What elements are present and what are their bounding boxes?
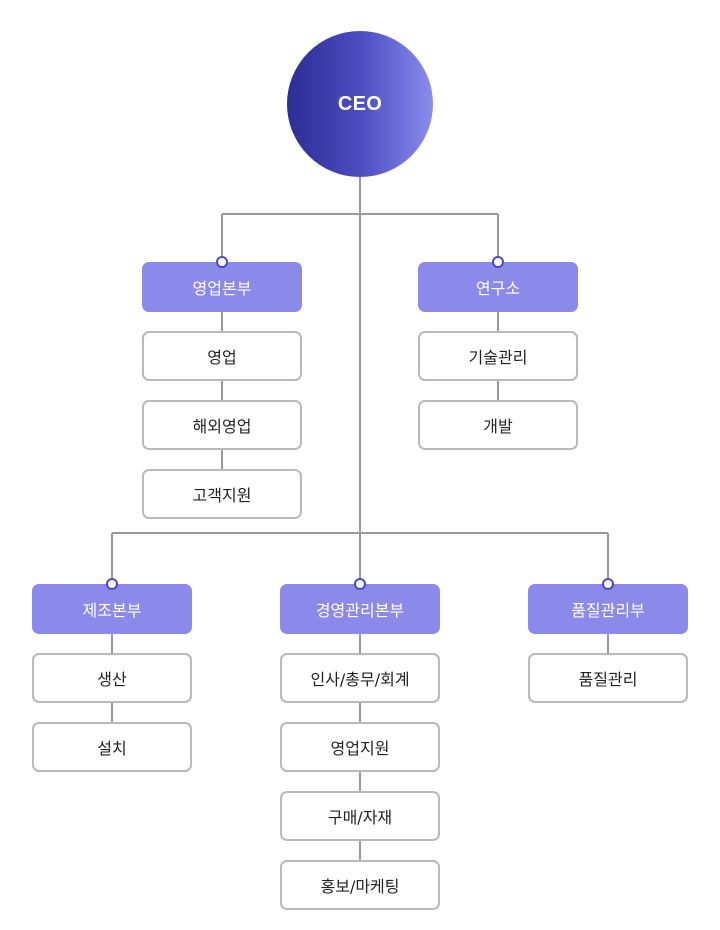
division-quality-label: 품질관리부 xyxy=(571,601,645,620)
division-management-label: 경영관리본부 xyxy=(315,601,405,620)
team-label: 기술관리 xyxy=(468,348,528,367)
team-box: 개발 xyxy=(418,400,578,450)
team-box: 영업 xyxy=(142,331,302,381)
team-label: 생산 xyxy=(97,670,127,689)
team-box: 영업지원 xyxy=(280,722,440,772)
team-label: 영업 xyxy=(207,348,237,367)
ceo-node: CEO xyxy=(287,31,433,177)
team-label: 홍보/마케팅 xyxy=(320,877,400,896)
division-manufacturing: 제조본부 xyxy=(32,584,192,634)
team-box: 홍보/마케팅 xyxy=(280,860,440,910)
connector-dot xyxy=(354,578,366,590)
division-research: 연구소 xyxy=(418,262,578,312)
division-quality: 품질관리부 xyxy=(528,584,688,634)
team-box: 설치 xyxy=(32,722,192,772)
team-label: 영업지원 xyxy=(330,739,390,758)
division-research-label: 연구소 xyxy=(475,279,521,298)
connector-dot xyxy=(216,256,228,268)
division-sales-label: 영업본부 xyxy=(192,279,252,298)
division-manufacturing-label: 제조본부 xyxy=(82,601,142,620)
team-box: 구매/자재 xyxy=(280,791,440,841)
connector-dot xyxy=(602,578,614,590)
team-box: 기술관리 xyxy=(418,331,578,381)
team-box: 인사/총무/회계 xyxy=(280,653,440,703)
connector-dot xyxy=(492,256,504,268)
ceo-label: CEO xyxy=(337,92,383,115)
team-box: 해외영업 xyxy=(142,400,302,450)
team-box: 생산 xyxy=(32,653,192,703)
division-management: 경영관리본부 xyxy=(280,584,440,634)
team-label: 해외영업 xyxy=(192,417,252,436)
team-label: 고객지원 xyxy=(192,486,252,505)
team-box: 품질관리 xyxy=(528,653,688,703)
team-label: 설치 xyxy=(97,739,127,758)
team-label: 품질관리 xyxy=(578,670,638,689)
team-label: 구매/자재 xyxy=(327,808,393,827)
division-sales: 영업본부 xyxy=(142,262,302,312)
team-label: 개발 xyxy=(483,417,513,436)
team-box: 고객지원 xyxy=(142,469,302,519)
connector-dot xyxy=(106,578,118,590)
team-label: 인사/총무/회계 xyxy=(310,670,410,689)
